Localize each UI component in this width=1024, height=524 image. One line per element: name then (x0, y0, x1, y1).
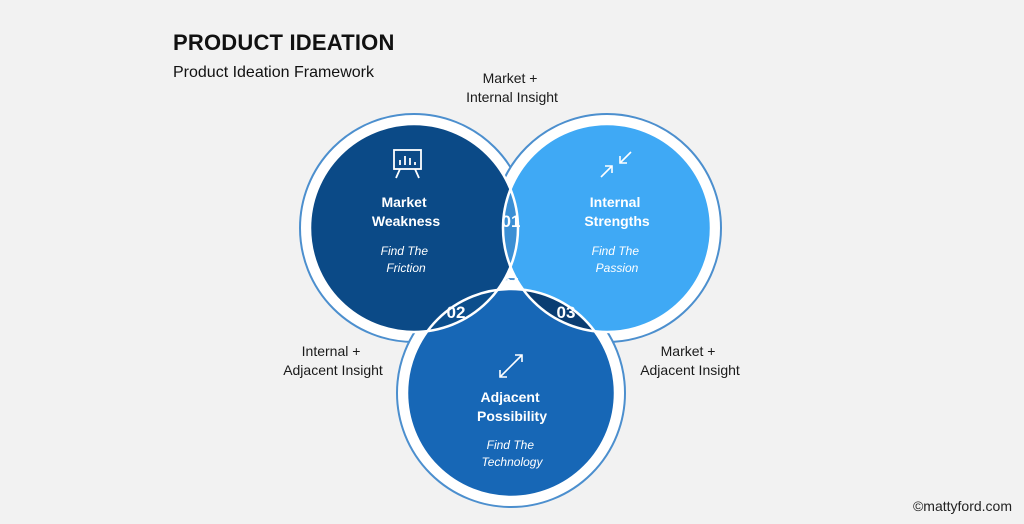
circle-internal-strengths (503, 124, 711, 332)
adjacent-possibility-tagline: Find The Technology (482, 438, 544, 469)
internal-strengths-tagline: Find The Passion (592, 244, 643, 275)
overlap-02-label: 02 (447, 303, 466, 322)
page-subtitle: Product Ideation Framework (173, 64, 374, 81)
adjacent-possibility-title: Adjacent Possibility (477, 389, 547, 424)
presentation-chart-icon (393, 149, 422, 179)
label-market-adjacent: Market + Adjacent Insight (640, 343, 740, 378)
label-internal-adjacent: Internal + Adjacent Insight (283, 343, 383, 378)
internal-strengths-title: Internal Strengths (584, 194, 650, 229)
arrows-outward-icon (499, 354, 523, 378)
overlap-04-label: 04 (503, 275, 520, 292)
overlap-03-label: 03 (557, 303, 576, 322)
overlap-01-label: 01 (502, 212, 521, 231)
label-market-internal: Market + Internal Insight (466, 70, 558, 105)
market-weakness-tagline: Find The Friction (381, 244, 432, 275)
arrows-inward-icon (600, 151, 632, 178)
copyright-text: ©mattyford.com (912, 498, 1012, 514)
circle-market-weakness (310, 124, 518, 332)
circle-adjacent-possibility (407, 289, 615, 497)
page-title: PRODUCT IDEATION (173, 30, 395, 55)
market-weakness-title: Market Weakness (372, 194, 440, 229)
